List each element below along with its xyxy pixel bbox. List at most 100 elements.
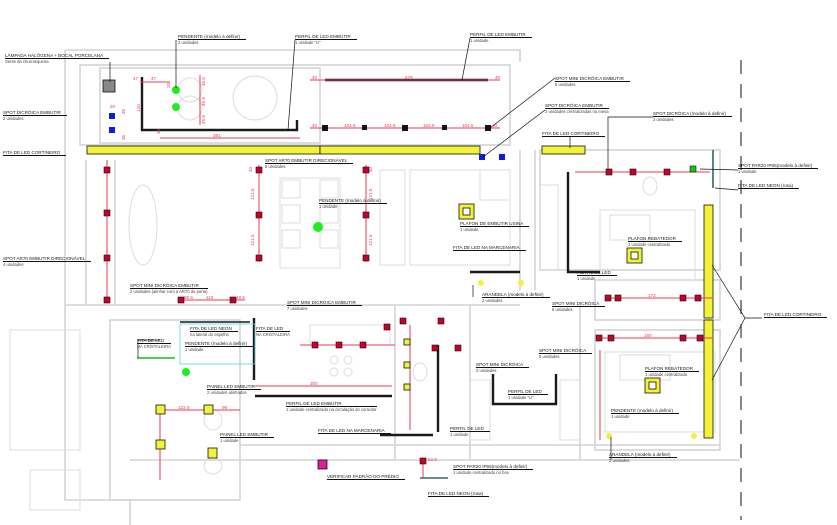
walls — [64, 49, 740, 525]
callout-title: PERFIL DE LED EMBUTIR — [295, 34, 357, 40]
callout-label: FITA DE LED CORTINEIRO — [3, 150, 67, 156]
callout-title: PERFIL DE LED EMBUTIR — [286, 401, 377, 407]
dimension-label: 121.5 — [368, 188, 373, 201]
dimension-label: 104.5 — [384, 123, 396, 128]
dimension-label: 45.5 — [201, 115, 206, 124]
dimension-label: 40 — [495, 75, 501, 80]
callout-title: PLAFON REBATEDOR — [628, 236, 682, 242]
spot-markers — [103, 166, 704, 465]
callout-subtitle: 1 unidade — [460, 227, 479, 232]
led-profiles — [140, 77, 600, 437]
callout-title: SPOT MINI DICRÓICA — [552, 301, 606, 307]
dimension-lines — [106, 75, 712, 480]
callout-subtitle: 6 unidades — [265, 164, 286, 169]
callout-title: ARANDELA (modelo à definir) — [609, 452, 677, 458]
dimension-label: 20 — [110, 104, 116, 109]
callout-subtitle: NA CRISTALEIRA — [256, 332, 290, 337]
callout-subtitle: 1 unidade centralizado — [628, 242, 671, 247]
callout-subtitle: 1 unidade — [319, 204, 338, 209]
callout-title: PERFIL DE LED EMBUTIR — [470, 32, 532, 38]
callout-subtitle: na lateral do espelho — [190, 332, 229, 337]
dimension-label: 121.5 — [368, 234, 373, 247]
led-cornice-strips — [86, 145, 714, 439]
callout-label: PENDENTE (modelo à definir)1 unidade — [611, 408, 680, 419]
callout-title: SPOT MINI DICRÓICA — [476, 362, 530, 368]
dimension-label: 45.5 — [201, 97, 206, 106]
callout-subtitle: 2 unidades — [482, 298, 503, 303]
callout-subtitle: 1 unidade — [577, 276, 596, 281]
callout-title: PENDENTE (modelo à definir) — [319, 198, 388, 204]
callout-title: FITA DE LED NEON (rosa) — [428, 491, 490, 497]
callout-label: SPOT PAR20 IP65(modelo à definir)1 unida… — [453, 464, 534, 475]
callout-label: FITA DE LED NEON (rosa) — [428, 491, 490, 497]
callout-title: FITA DE LED CORTINEIRO — [764, 312, 828, 318]
pendant-markers — [172, 86, 323, 376]
callout-label: FITA DE LED CORTINEIRO — [542, 131, 606, 137]
callout-subtitle: 1 unidade — [185, 347, 204, 352]
dimension-label: 104.5 — [423, 123, 435, 128]
callout-subtitle: 7 unidades — [287, 306, 308, 311]
callout-label: FITA DE LED CORTINEIRO — [764, 312, 828, 318]
callout-title: PERFIL DE LED — [450, 426, 490, 432]
panels-and-plafons — [102, 79, 661, 470]
callout-subtitle: 1 unidade — [738, 169, 757, 174]
dimension-label: 30 — [156, 128, 161, 134]
callout-title: SPOT AR70 EMBUTIR DIRECIONÁVEL — [265, 158, 354, 164]
callout-label: VERIFICAR PADRÃO DO PRÉDIO — [327, 474, 405, 480]
callout-label: SPOT DICRÓICA (modelo à definir)2 unidad… — [653, 111, 732, 122]
callout-subtitle: 1 unidade centralizado — [645, 372, 688, 377]
dimension-label: 40 — [312, 75, 318, 80]
dimension-label: 121.5 — [250, 188, 255, 201]
dimension-label: 120 — [136, 104, 141, 112]
callout-title: SPOT MINI DICRÓICA EMBUTIR — [555, 76, 630, 82]
callout-title: SPOT DICRÓICA (modelo à definir) — [653, 111, 732, 117]
callout-label: FITA DE LED NEON (rosa) — [738, 183, 800, 189]
callout-label: PENDENTE (modelo à definir)1 unidade — [319, 198, 388, 209]
dimension-label: 110 — [206, 295, 214, 300]
callout-title: FITA DE LED — [256, 326, 290, 332]
dimension-label: 47 — [151, 76, 157, 81]
callout-title: PENDENTE (modelo à definir) — [178, 34, 247, 40]
callout-subtitle: 2 unidades — [476, 368, 497, 373]
dimension-label: 40 — [492, 123, 498, 128]
callout-title: SPOT PAR20 IP65(modelo à definir) — [738, 163, 819, 169]
callout-label: ARANDELA (modelo à definir)2 unidades — [609, 452, 677, 463]
callout-title: FITA DE LED CORTINEIRO — [542, 131, 606, 137]
callout-title: PENDENTE (modelo à definir) — [611, 408, 680, 414]
dimension-label: 40 — [368, 166, 373, 172]
dimension-label: 478 — [405, 75, 413, 80]
dimension-label: 160 — [644, 333, 652, 338]
dimension-label: 35 — [121, 108, 126, 114]
callout-title: PAINEL LED EMBUTIR — [220, 432, 274, 438]
mini-dicroica-black-spots — [322, 125, 697, 173]
callout-title: PLAFON DE EMBUTIR USINA — [460, 221, 530, 227]
dimension-label: 104.5 — [344, 123, 356, 128]
dimension-label: 45.5 — [201, 77, 206, 86]
neon-strips — [137, 150, 714, 479]
dicroica-blue-spots — [109, 113, 505, 160]
callout-subtitle: 1 unidade centralizado no box — [453, 470, 509, 475]
dimension-label: 104.5 — [462, 123, 474, 128]
callout-title: PERFIL DE LED — [508, 389, 548, 395]
callout-label: SPOT PAR20 IP65(modelo à definir)1 unida… — [738, 163, 819, 174]
callout-label: PENDENTE (modelo à definir)1 unidade — [185, 341, 254, 352]
callout-title: FITA DE LED — [137, 338, 171, 344]
callout-label: FITA DE LED NA MARCENARIA — [453, 245, 526, 251]
